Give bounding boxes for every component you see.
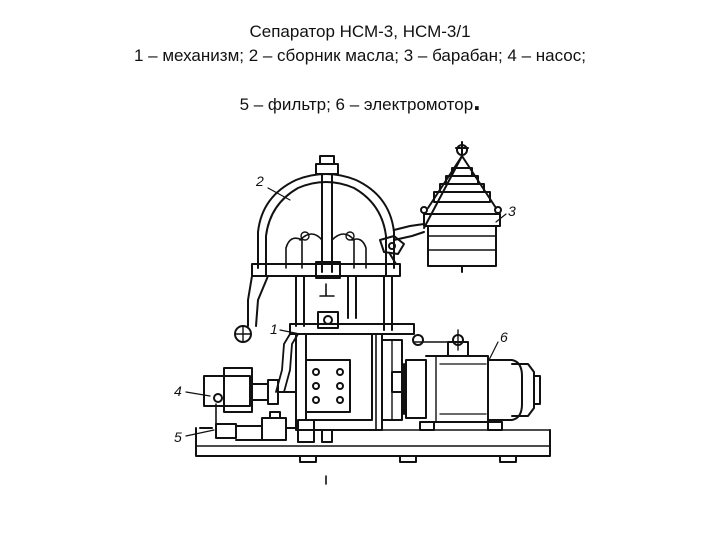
dome-collar-band xyxy=(251,261,401,279)
caption-legend-line-2: 5 – фильтр; 6 – электромотор. xyxy=(0,88,720,115)
label-5: 5 xyxy=(174,429,182,445)
separator-drum xyxy=(423,167,501,273)
label-4: 4 xyxy=(174,383,182,399)
left-outlet-pipe xyxy=(234,275,269,343)
caption-title: Сепаратор НСМ-3, НСМ-3/1 xyxy=(249,22,471,41)
label-3: 3 xyxy=(508,203,516,219)
outlet-valve xyxy=(379,235,405,265)
caption-period: . xyxy=(473,86,481,116)
label-6: 6 xyxy=(500,329,508,345)
oil-collector-dome xyxy=(257,155,395,273)
separator-frame xyxy=(289,275,415,431)
base-plate xyxy=(195,427,551,485)
electric-motor xyxy=(403,329,541,431)
filter xyxy=(215,403,333,443)
label-1: 1 xyxy=(270,321,278,337)
pump xyxy=(203,333,299,413)
label-2: 2 xyxy=(255,173,264,189)
caption-legend-text: 5 – фильтр; 6 – электромотор xyxy=(239,95,474,114)
caption-legend-line-1: 1 – механизм; 2 – сборник масла; 3 – бар… xyxy=(134,46,586,65)
label-leaders xyxy=(185,187,507,437)
